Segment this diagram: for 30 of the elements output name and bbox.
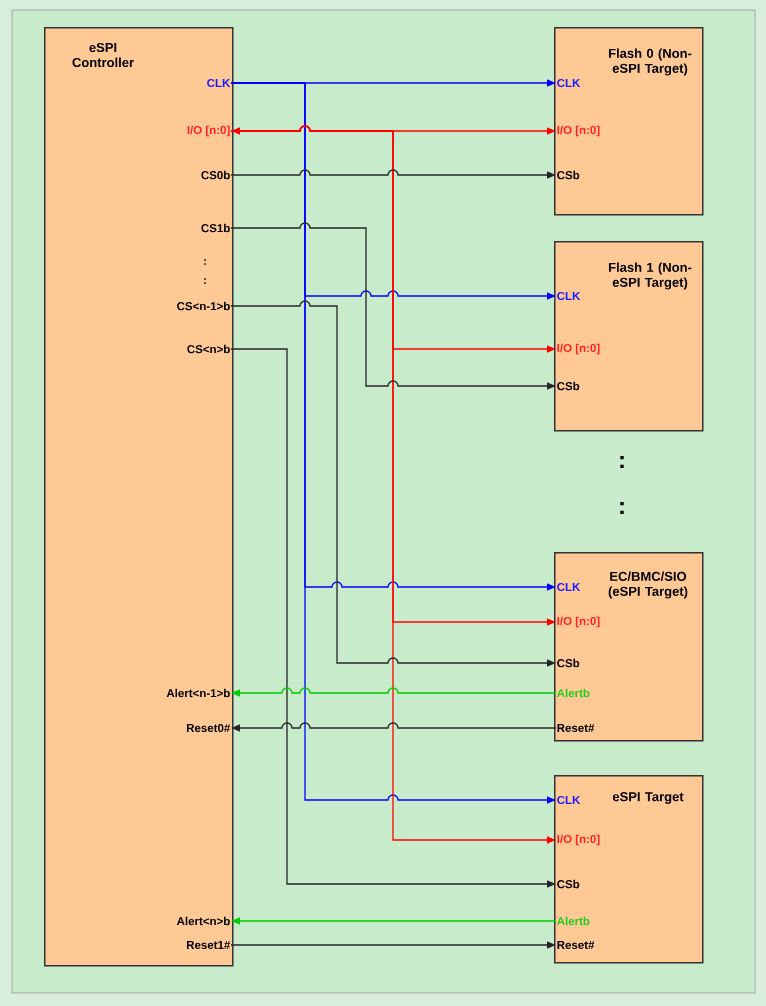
pin-label: Alert<n-1>b bbox=[166, 688, 230, 698]
pin-label: I/O [n:0] bbox=[557, 834, 600, 846]
pin-label: CS0b bbox=[201, 170, 230, 180]
pin-label: I/O [n:0] bbox=[557, 616, 600, 628]
pin-label: CS<n-1>b bbox=[177, 301, 230, 311]
ellipsis-label: : bbox=[204, 259, 206, 265]
pin-label: Reset# bbox=[557, 724, 595, 732]
pin-label: CSb bbox=[557, 170, 580, 180]
pin-label: I/O [n:0] bbox=[557, 125, 600, 137]
pin-label: Alertb bbox=[557, 916, 590, 926]
pin-label: CS<n>b bbox=[187, 344, 230, 354]
pin-label: Reset1# bbox=[186, 941, 231, 949]
pin-label: CLK bbox=[557, 291, 581, 301]
ellipsis-label: : bbox=[620, 455, 624, 469]
pin-label: CLK bbox=[207, 78, 231, 88]
pin-label: CSb bbox=[557, 658, 580, 668]
ellipsis-label: : bbox=[620, 501, 624, 515]
pin-label: Alert<n>b bbox=[176, 916, 230, 926]
pin-label: Reset0# bbox=[186, 723, 231, 733]
pin-label: Alertb bbox=[557, 688, 590, 698]
pin-label: I/O [n:0] bbox=[187, 125, 230, 137]
pin-label: CS1b bbox=[201, 223, 230, 233]
ellipsis-label: : bbox=[204, 278, 206, 284]
pin-label: CLK bbox=[557, 582, 581, 592]
pin-label: CLK bbox=[557, 78, 581, 88]
pin-label: CLK bbox=[557, 795, 581, 805]
pin-label: CSb bbox=[557, 879, 580, 889]
pin-label: CSb bbox=[557, 381, 580, 391]
pin-label: I/O [n:0] bbox=[557, 343, 600, 355]
pin-label: Reset# bbox=[557, 941, 595, 949]
